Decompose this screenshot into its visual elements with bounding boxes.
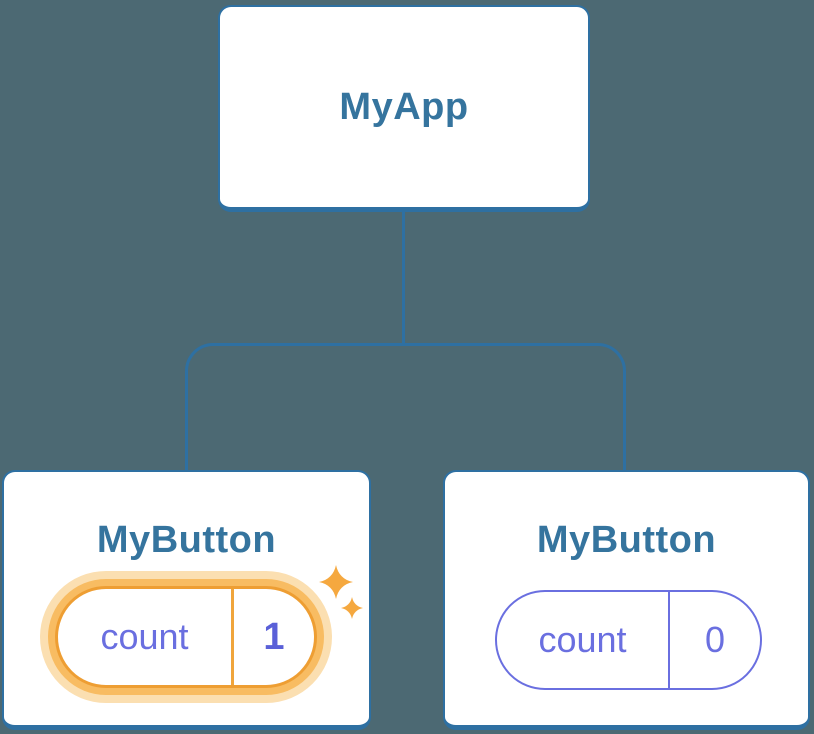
root-node-label: MyApp [339,85,469,128]
connector-stem-line [402,212,405,343]
state-key: count [538,619,627,660]
state-value: 0 [704,619,726,660]
root-node: MyApp [218,5,590,212]
child-node-left-label: MyButton [96,519,277,561]
state-pill-normal: count 0 [495,590,762,690]
pill-divider [231,589,234,685]
sparkle-icon-small [341,597,363,619]
state-value: 1 [263,615,285,658]
sparkle-icon-large [319,565,353,599]
connector-branch-bracket [185,343,626,470]
pill-divider [668,592,670,688]
child-node-right-label: MyButton [536,519,717,561]
state-pill-highlighted: count 1 [55,586,317,688]
state-key: count [100,616,189,657]
